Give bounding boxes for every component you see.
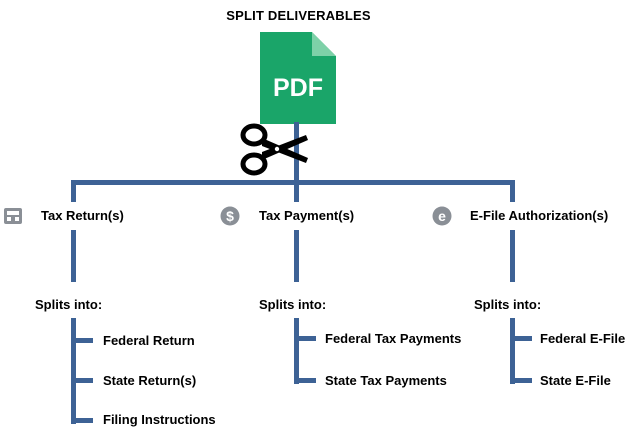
- pdf-label: PDF: [273, 74, 323, 102]
- drop-line-3: [510, 230, 515, 282]
- category-label-tax-payment: Tax Payment(s): [259, 208, 355, 223]
- split-item: Federal Return: [103, 333, 195, 348]
- dollar-icon: $: [220, 206, 240, 226]
- sub-tick-3-2: [510, 378, 532, 383]
- e-letter-icon: e: [432, 206, 452, 226]
- pdf-file-icon: PDF: [260, 32, 336, 124]
- diagram-title: SPLIT DELIVERABLES: [226, 8, 371, 23]
- splits-label-1: Splits into:: [35, 297, 103, 312]
- branch-line-2: [294, 180, 299, 202]
- splits-label-3: Splits into:: [474, 297, 542, 312]
- sub-vertical-3: [510, 318, 515, 384]
- split-item: Filing Instructions: [103, 412, 216, 427]
- sub-vertical-2: [294, 318, 299, 384]
- branch-line-3: [510, 180, 515, 202]
- sub-vertical-1: [71, 318, 76, 424]
- split-item: State E-File: [540, 373, 611, 388]
- sub-tick-1-3: [71, 418, 93, 423]
- splits-label-2: Splits into:: [259, 297, 327, 312]
- drop-line-1: [71, 230, 76, 282]
- horizontal-bar: [71, 180, 515, 185]
- branch-line-1: [71, 180, 76, 202]
- scissors-icon: [240, 123, 308, 176]
- sub-tick-2-1: [294, 336, 316, 341]
- category-label-tax-return: Tax Return(s): [41, 208, 124, 223]
- sub-tick-3-1: [510, 336, 532, 341]
- drop-line-2: [294, 230, 299, 282]
- tray-icon: [4, 208, 22, 224]
- svg-text:$: $: [226, 208, 234, 224]
- split-item: Federal Tax Payments: [325, 331, 462, 346]
- sub-tick-1-2: [71, 378, 93, 383]
- category-label-efile-authorization: E-File Authorization(s): [470, 208, 609, 223]
- split-item: State Tax Payments: [325, 373, 447, 388]
- sub-tick-1-1: [71, 338, 93, 343]
- split-item: Federal E-File: [540, 331, 626, 346]
- sub-tick-2-2: [294, 378, 316, 383]
- svg-text:e: e: [438, 208, 446, 224]
- split-item: State Return(s): [103, 373, 197, 388]
